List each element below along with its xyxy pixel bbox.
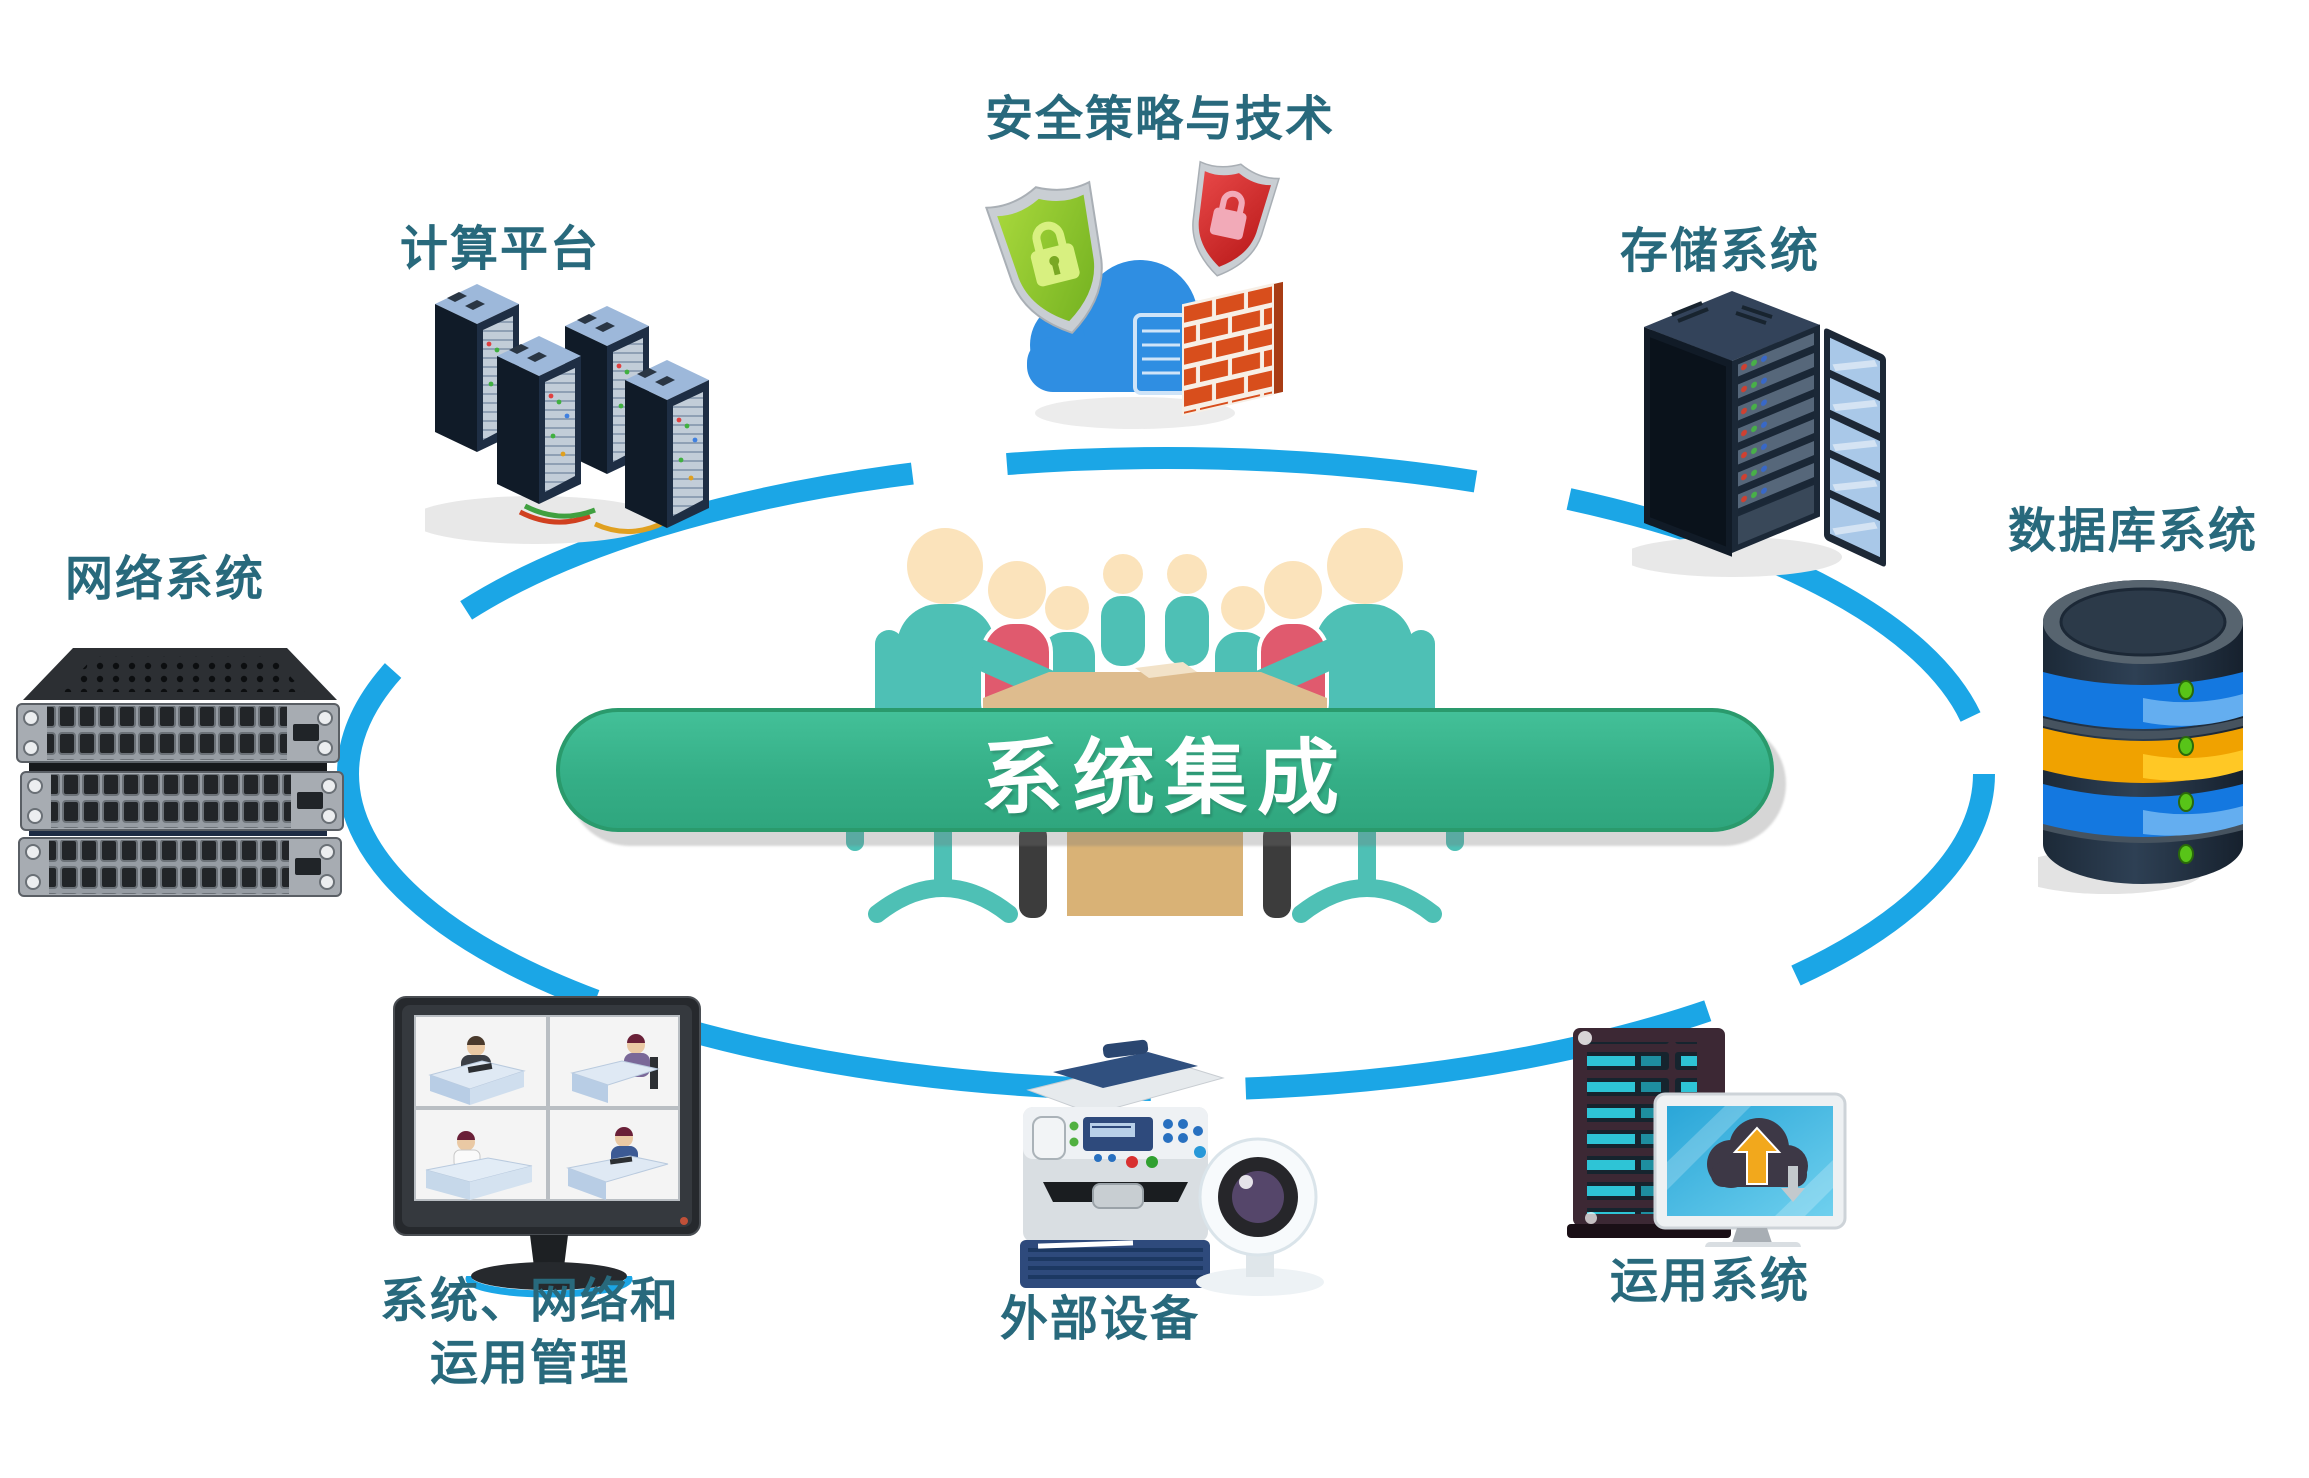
conference-feed-4 xyxy=(566,1127,669,1200)
shield-cloud-firewall-icon xyxy=(985,160,1283,429)
label-network-system: 网络系统 xyxy=(64,551,265,607)
banner-label: 系统集成 xyxy=(980,730,1349,826)
firewall-bricks-icon xyxy=(1182,281,1283,417)
cables xyxy=(518,503,667,535)
label-database-system: 数据库系统 xyxy=(2007,503,2258,559)
conference-feed-1 xyxy=(428,1036,526,1105)
conference-feed-2 xyxy=(570,1034,660,1103)
server-towers-icon xyxy=(425,284,709,544)
power-led xyxy=(680,1217,688,1225)
shadow xyxy=(1632,537,1842,577)
center-banner: 系统集成 xyxy=(556,708,1774,832)
label-management-line1: 系统、网络和 xyxy=(379,1273,680,1329)
server-cloud-monitor-icon xyxy=(1567,1028,1847,1247)
green-shield-lock-icon xyxy=(985,180,1103,334)
cloud-monitor xyxy=(1653,1092,1847,1247)
video-wall-monitor-icon xyxy=(393,996,701,1298)
label-management-line2: 运用管理 xyxy=(429,1335,630,1392)
label-application-system: 运用系统 xyxy=(1609,1253,1810,1309)
database-cylinder-icon xyxy=(2038,580,2243,894)
conference-feed-3 xyxy=(425,1131,533,1200)
network-switches-icon xyxy=(16,648,344,897)
webcam xyxy=(1196,1137,1324,1296)
printer xyxy=(1020,1039,1225,1288)
cabinet-glass-door xyxy=(1824,328,1886,567)
label-management: 系统、网络和 运用管理 xyxy=(330,1270,730,1395)
label-security-policy: 安全策略与技术 xyxy=(984,91,1335,147)
server-cabinet-icon xyxy=(1632,291,1886,577)
printer-webcam-icon xyxy=(1020,1039,1324,1296)
label-computing-platform: 计算平台 xyxy=(399,221,600,277)
label-external-devices: 外部设备 xyxy=(999,1291,1200,1347)
red-shield-lock-icon xyxy=(1192,160,1281,277)
label-storage-system: 存储系统 xyxy=(1619,223,1820,279)
